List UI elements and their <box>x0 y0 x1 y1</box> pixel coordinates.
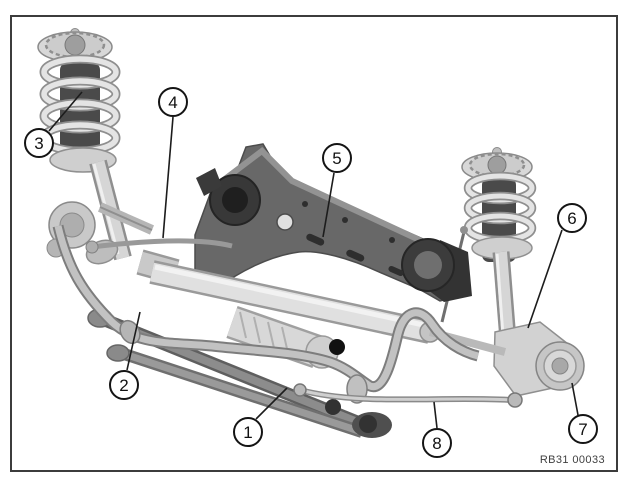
callout-1-label: 1 <box>243 422 253 442</box>
callout-2-label: 2 <box>119 375 129 395</box>
callout-7-label: 7 <box>578 419 588 439</box>
diagram-frame <box>10 15 618 472</box>
callout-5: 5 <box>322 143 352 173</box>
callout-4: 4 <box>158 87 188 117</box>
figure-reference-code: RB31 00033 <box>539 454 605 466</box>
callout-2: 2 <box>109 370 139 400</box>
callout-1: 1 <box>233 417 263 447</box>
callout-7: 7 <box>568 414 598 444</box>
callout-8-label: 8 <box>432 433 442 453</box>
callout-6: 6 <box>557 203 587 233</box>
callout-3: 3 <box>24 128 54 158</box>
callout-8: 8 <box>422 428 452 458</box>
callout-4-label: 4 <box>168 92 178 112</box>
callout-5-label: 5 <box>332 148 342 168</box>
callout-3-label: 3 <box>34 133 44 153</box>
callout-6-label: 6 <box>567 208 577 228</box>
